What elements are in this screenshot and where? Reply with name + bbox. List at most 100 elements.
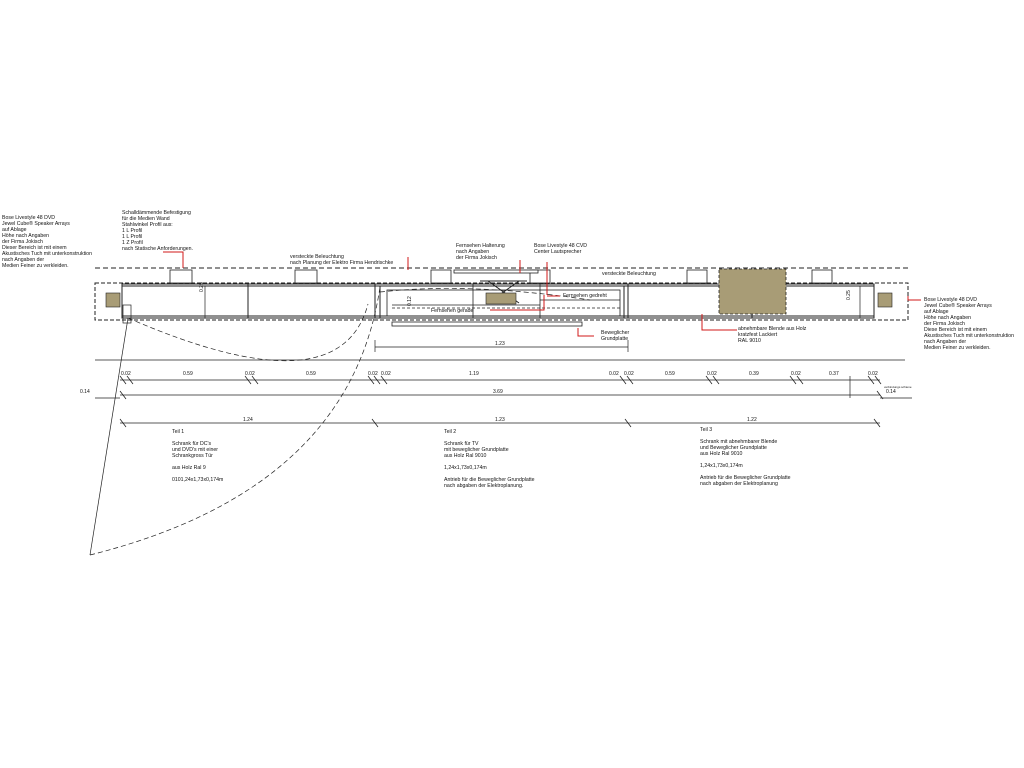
- dim-total: 3.69: [493, 389, 503, 395]
- note-line: 1 L Profil: [122, 228, 143, 234]
- note-line: Teil 2: [444, 429, 457, 435]
- tv-screen: [485, 292, 517, 305]
- note-line: Beweglicher: [601, 330, 630, 336]
- speaker-right: [877, 292, 893, 308]
- note-line: auf Ablage: [2, 227, 27, 233]
- tv-rotation-arc: [379, 288, 591, 301]
- dim-row-value: 0.37: [829, 371, 839, 377]
- dim-offset-left: 0.14: [80, 389, 90, 395]
- note-line: versteckte Beleuchtung: [290, 254, 344, 260]
- dim-row-value: 0.02: [868, 371, 878, 377]
- note-line: Schrank mit abnehmbarer Blende: [700, 439, 778, 445]
- speaker-left: [105, 292, 121, 308]
- tv-compartment: [386, 284, 621, 327]
- dim-height-right: 0.25: [846, 290, 852, 300]
- note-line: Medien Feiner zu verkleiden.: [924, 345, 991, 351]
- note-line: Schrankgross Tür: [172, 453, 213, 459]
- note-line: Fernsehen Halterung: [456, 243, 505, 249]
- note-line: aus Holz Ral 9010: [444, 453, 487, 459]
- note-line: Jewel Cube® Speaker Arrays: [924, 303, 992, 309]
- door-leaf: [89, 317, 129, 556]
- note-line: Höhe nach Angaben: [2, 233, 50, 239]
- note-line: nach abgaben der Elektroplanung: [700, 481, 778, 487]
- note-line: Antrieb für die Beweglicher Grundplatte: [444, 477, 535, 483]
- note-line: und DVD's mit einer: [172, 447, 218, 453]
- note-line: abnehmbare Blende aus Holz: [738, 326, 807, 332]
- note-line: kratzfest Lackiert: [738, 332, 778, 338]
- removable-cover-panel: [718, 268, 787, 315]
- annotation-markers: [163, 251, 921, 337]
- dim-row-value: 0.02: [791, 371, 801, 377]
- note-line: Stahlwinkel Profil aus:: [122, 222, 173, 228]
- dim-inner-height: 0.12: [407, 296, 413, 306]
- dim-row-value: 0.02: [245, 371, 255, 377]
- dim-row-value: 0.02: [381, 371, 391, 377]
- note-line: der Firma Jokisch: [2, 239, 43, 245]
- note-line: RAL 9010: [738, 338, 761, 344]
- tv-rotated-label: Fernsehen gedreht: [563, 293, 607, 299]
- dim-row-value: 0.02: [624, 371, 634, 377]
- note-line: nach Statische Anforderungen.: [122, 246, 193, 252]
- note-line: Schrank für DC's: [172, 441, 212, 447]
- dim-row-value: 0.39: [749, 371, 759, 377]
- note-line: Dieser Bereich ist mit einem: [2, 245, 67, 251]
- lighting-right-note: versteckte Beleuchtung: [602, 271, 656, 277]
- note-line: Medien Feiner zu verkleiden.: [2, 263, 69, 269]
- dim-part2: 1.23: [495, 417, 505, 423]
- note-line: aus Holz Ral 9010: [700, 451, 743, 457]
- note-line: Teil 3: [700, 427, 713, 433]
- dim-part1: 1.24: [243, 417, 253, 423]
- note-line: Akustisches Tuch mit unterkonstruktion: [2, 251, 92, 257]
- note-line: für die Medien Wand: [122, 216, 170, 222]
- note-line: Teil 1: [172, 429, 185, 435]
- note-line: 1,24x1,73x0,174m: [700, 463, 743, 469]
- note-line: nach Angaben der: [2, 257, 45, 263]
- note-line: Antrieb für die Beweglicher Grundplatte: [700, 475, 791, 481]
- note-line: Bose Livestyle 48 DVD: [924, 297, 978, 303]
- note-line: der Firma Jokisch: [924, 321, 965, 327]
- note-line: Diese Bereich ist mit einem: [924, 327, 987, 333]
- note-line: Grundplatte: [601, 336, 629, 342]
- note-line: und Beweglicher Grundplatte: [700, 445, 767, 451]
- dim-part3: 1.22: [747, 417, 757, 423]
- dim-row-value: 0.59: [306, 371, 316, 377]
- center-speaker-shelf: [453, 269, 539, 274]
- dim-height-left: 0.25: [199, 282, 205, 292]
- dim-row-value: 0.02: [609, 371, 619, 377]
- dim-platform-width: 1.23: [495, 341, 505, 347]
- dim-row-value: 0.02: [707, 371, 717, 377]
- dim-tiny-label: verbindungs schiene: [884, 385, 912, 389]
- note-line: 0101,24x1,73x0,174m: [172, 477, 224, 483]
- tv-straight-label: Fernsehen gerade: [431, 308, 474, 314]
- note-line: Höhe nach Angaben: [924, 315, 972, 321]
- door-swing-arc-large: [89, 286, 381, 556]
- dim-row-value: 0.59: [183, 371, 193, 377]
- dim-row-value: 0.59: [665, 371, 675, 377]
- note-line: Jewel Cube® Speaker Arrays: [2, 221, 70, 227]
- dim-offset-right: 0.14: [886, 389, 896, 395]
- note-line: nach abgaben der Elektroplanung.: [444, 483, 524, 489]
- note-line: nach Angaben der: [924, 339, 967, 345]
- note-line: nach Planung der Elektro Firma Hendrisch…: [290, 260, 394, 266]
- dim-row-value: 0.02: [368, 371, 378, 377]
- note-line: mit beweglicher Grundplatte: [444, 447, 509, 453]
- note-line: Bose Livestyle 48 CVD: [534, 243, 588, 249]
- dimension-ticks: [119, 375, 884, 428]
- note-line: aus Holz Ral 9: [172, 465, 206, 471]
- note-line: Center Lautsprecher: [534, 249, 582, 255]
- note-line: Schrank für TV: [444, 441, 479, 447]
- note-line: nach Angaben: [456, 249, 490, 255]
- note-line: Schalldämmende Befestigung: [122, 210, 191, 216]
- dim-row-value: 0.02: [121, 371, 131, 377]
- dimension-lines: [95, 286, 912, 424]
